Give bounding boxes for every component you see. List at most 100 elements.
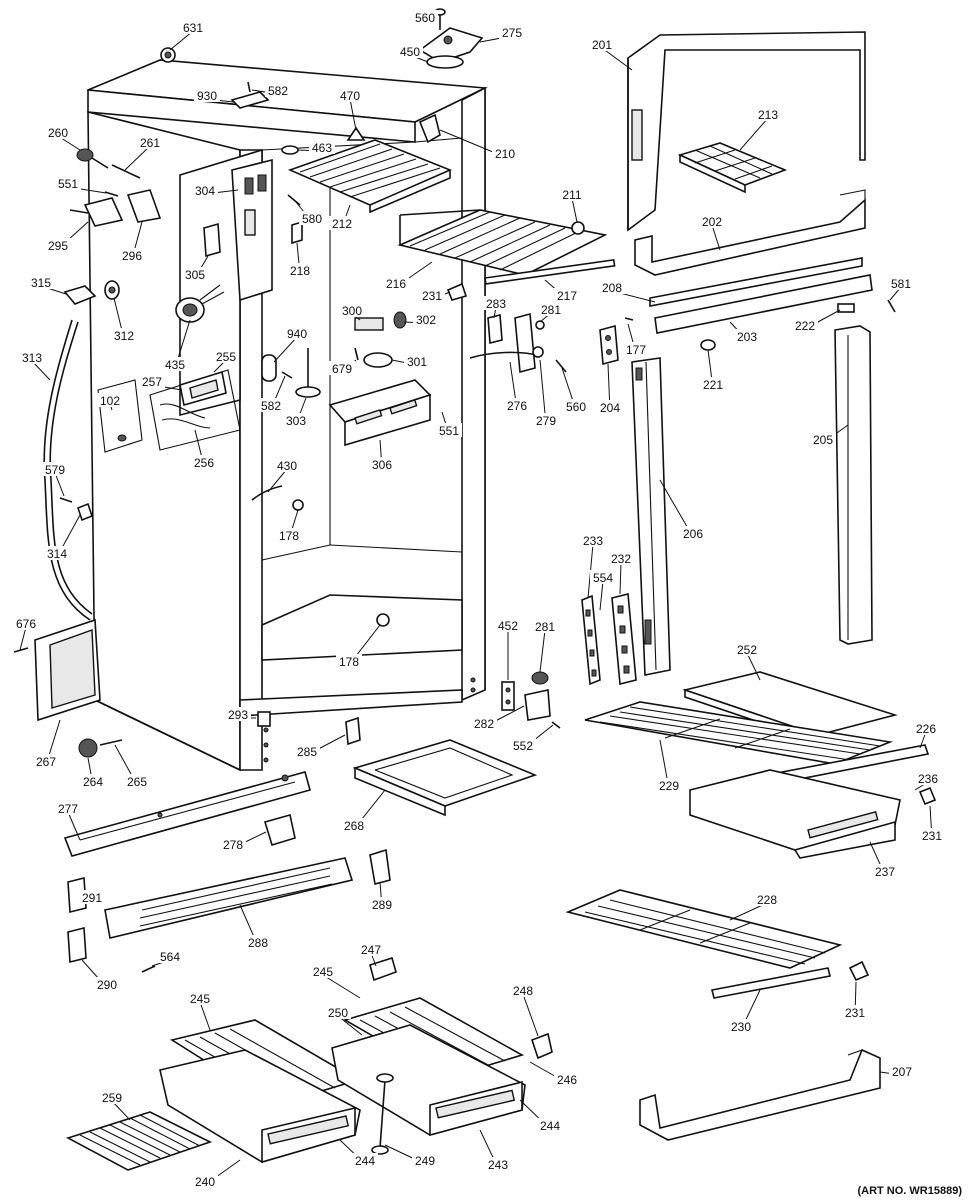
label-backing-244a [537, 1118, 563, 1132]
part-label-245a: 245 [313, 965, 333, 979]
rating-plate-102 [97, 379, 143, 453]
part-label-246: 246 [557, 1073, 577, 1087]
part-label-306: 306 [372, 458, 392, 472]
label-backing-267 [33, 754, 59, 768]
label-backing-210 [492, 146, 518, 160]
label-backing-222 [792, 318, 818, 332]
part-label-930: 930 [197, 89, 217, 103]
part-label-248: 248 [513, 984, 533, 998]
part-label-281a: 281 [541, 303, 561, 317]
part-label-231c: 231 [845, 1006, 865, 1020]
art-number: (ART NO. WR15889) [857, 1185, 962, 1197]
part-label-212: 212 [332, 217, 352, 231]
label-backing-278 [220, 837, 246, 851]
part-label-564: 564 [160, 950, 180, 964]
leader-line-232 [619, 561, 622, 595]
crisper-drawer-236 [689, 769, 937, 859]
part-label-289: 289 [372, 898, 392, 912]
access-panel-267 [34, 618, 123, 758]
label-backing-232 [608, 551, 634, 565]
label-backing-245a [310, 964, 336, 978]
label-backing-233 [580, 533, 606, 547]
shelf-trim-230 [711, 960, 870, 999]
label-backing-228 [754, 892, 780, 906]
label-backing-244b [352, 1153, 378, 1167]
label-backing-313 [19, 350, 45, 364]
leader-line-277 [67, 811, 81, 841]
part-label-301: 301 [407, 355, 427, 369]
part-label-216: 216 [386, 277, 406, 291]
part-label-230: 230 [731, 1020, 751, 1034]
leader-line-281b [539, 629, 546, 673]
part-label-551a: 551 [58, 177, 78, 191]
part-label-255: 255 [216, 350, 236, 364]
label-backing-231a [419, 288, 445, 302]
shelf-frame-229 [584, 701, 893, 765]
label-backing-435 [162, 357, 188, 371]
part-label-278: 278 [223, 838, 243, 852]
label-backing-463 [309, 140, 335, 154]
part-label-232: 232 [611, 552, 631, 566]
leader-line-245a [322, 974, 361, 999]
freezer-shelf-212 [287, 139, 453, 214]
part-label-244a: 244 [540, 1119, 560, 1133]
part-label-631: 631 [183, 21, 203, 35]
label-backing-300 [339, 303, 365, 317]
leveling-parts [257, 711, 361, 746]
label-backing-256 [191, 455, 217, 469]
label-backing-249 [412, 1153, 438, 1167]
label-backing-237 [872, 864, 898, 878]
part-label-452: 452 [498, 619, 518, 633]
leader-line-201 [601, 47, 633, 71]
part-label-250: 250 [328, 1006, 348, 1020]
label-backing-301 [404, 354, 430, 368]
label-backing-257 [139, 374, 165, 388]
leader-line-213 [739, 117, 769, 151]
crisper-pan-240 [159, 1049, 361, 1164]
part-label-281b: 281 [535, 620, 555, 634]
part-label-231b: 231 [922, 829, 942, 843]
part-label-264: 264 [83, 775, 103, 789]
part-label-277: 277 [58, 802, 78, 816]
label-backing-259 [99, 1090, 125, 1104]
label-backing-293 [225, 707, 251, 721]
part-label-226: 226 [916, 722, 936, 736]
part-label-551b: 551 [439, 424, 459, 438]
label-backing-204 [597, 400, 623, 414]
part-label-560a: 560 [415, 11, 435, 25]
label-backing-579 [42, 462, 68, 476]
label-backing-216 [383, 276, 409, 290]
part-label-231a: 231 [422, 289, 442, 303]
part-label-282: 282 [474, 717, 494, 731]
control-panel-304 [231, 158, 273, 302]
label-backing-288 [245, 935, 271, 949]
part-label-217: 217 [557, 289, 577, 303]
label-backing-260 [45, 125, 71, 139]
label-backing-276 [504, 398, 530, 412]
label-backing-178a [276, 528, 302, 542]
part-label-228: 228 [757, 893, 777, 907]
label-backing-255 [213, 349, 239, 363]
part-label-261: 261 [140, 136, 160, 150]
part-label-244b: 244 [355, 1154, 375, 1168]
part-label-222: 222 [795, 319, 815, 333]
part-label-249: 249 [415, 1154, 435, 1168]
part-label-207: 207 [892, 1065, 912, 1079]
part-label-582a: 582 [268, 84, 288, 98]
label-backing-277 [55, 801, 81, 815]
label-backing-221 [700, 377, 726, 391]
label-backing-217 [554, 288, 580, 302]
label-backing-212 [329, 216, 355, 230]
part-label-303: 303 [286, 414, 306, 428]
label-backing-470 [337, 88, 363, 102]
part-label-293: 293 [228, 708, 248, 722]
label-backing-551b [436, 423, 462, 437]
door-bin-207 [639, 1048, 881, 1141]
hinge-side-strip-206 [631, 357, 671, 676]
lower-hinge-282 [501, 671, 561, 729]
part-label-581: 581 [891, 277, 911, 291]
label-backing-207 [889, 1064, 915, 1078]
label-backing-250 [325, 1005, 351, 1019]
part-label-582b: 582 [261, 399, 281, 413]
